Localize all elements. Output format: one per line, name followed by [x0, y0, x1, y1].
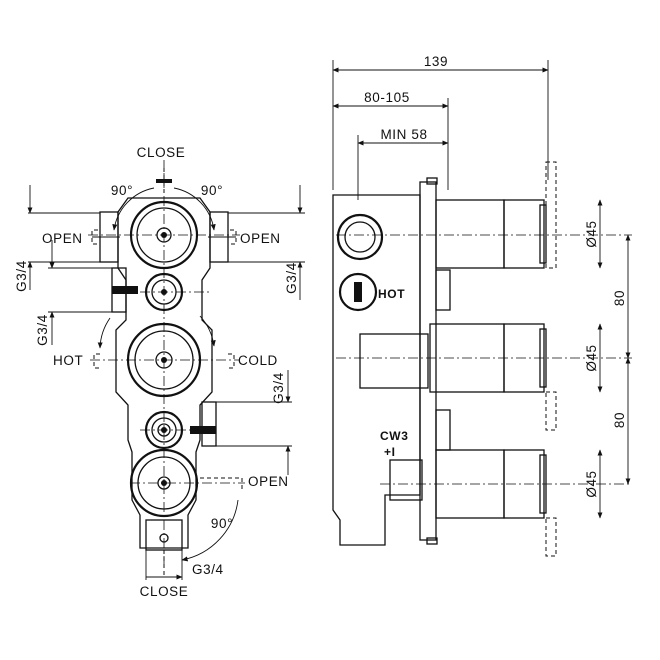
- dim-139: 139: [424, 54, 448, 69]
- spacing-lower: 80: [612, 412, 627, 428]
- g34-right-upper: G3/4: [284, 262, 299, 294]
- spacing-upper: 80: [612, 290, 627, 306]
- g34-left-upper: G3/4: [14, 260, 29, 292]
- cw-stamp: CW3: [380, 429, 408, 443]
- close-bottom-label: CLOSE: [140, 584, 189, 599]
- cw-sign: +I: [384, 445, 396, 459]
- cartridge-middle: [336, 323, 632, 393]
- g34-right-lower: G3/4: [271, 372, 286, 404]
- hot-port: [338, 272, 378, 312]
- close-top-label: CLOSE: [137, 145, 186, 160]
- cartridge-bottom: [380, 449, 632, 519]
- dia-middle: Ø45: [584, 344, 599, 371]
- cartridge-top: [336, 199, 632, 269]
- open-left-label: OPEN: [42, 231, 83, 246]
- angle-right-label: 90°: [201, 183, 223, 198]
- front-body-outline: [115, 197, 213, 549]
- side-body-outline: [332, 194, 421, 546]
- hot-label: HOT: [53, 353, 83, 368]
- cold-label: COLD: [238, 353, 278, 368]
- dia-bottom: Ø45: [584, 470, 599, 497]
- hot-stamp: HOT: [378, 287, 405, 301]
- g34-bottom: G3/4: [192, 562, 224, 577]
- hot-stub: [435, 269, 451, 311]
- right-thread-mark: [190, 426, 216, 434]
- open-bottom-label: OPEN: [248, 474, 289, 489]
- dia-top: Ø45: [584, 220, 599, 247]
- angle-bottom-label: 90°: [211, 516, 233, 531]
- dim-min58: MIN 58: [380, 127, 427, 142]
- left-thread-mark: [112, 286, 138, 294]
- right-inlet: [201, 401, 217, 447]
- side-view: 139 80-105 MIN 58 Ø45 Ø45 Ø45 80 80 HOT …: [332, 54, 632, 557]
- angle-left-label: 90°: [111, 183, 133, 198]
- cold-stub: [435, 409, 451, 451]
- open-right-label: OPEN: [240, 231, 281, 246]
- dim-80-105: 80-105: [364, 90, 410, 105]
- g34-left-lower: G3/4: [35, 314, 50, 346]
- upper-port: [336, 213, 384, 261]
- front-view: CLOSE 90° 90° OPEN OPEN G3/4 G3/4 G3/4 H…: [14, 145, 305, 599]
